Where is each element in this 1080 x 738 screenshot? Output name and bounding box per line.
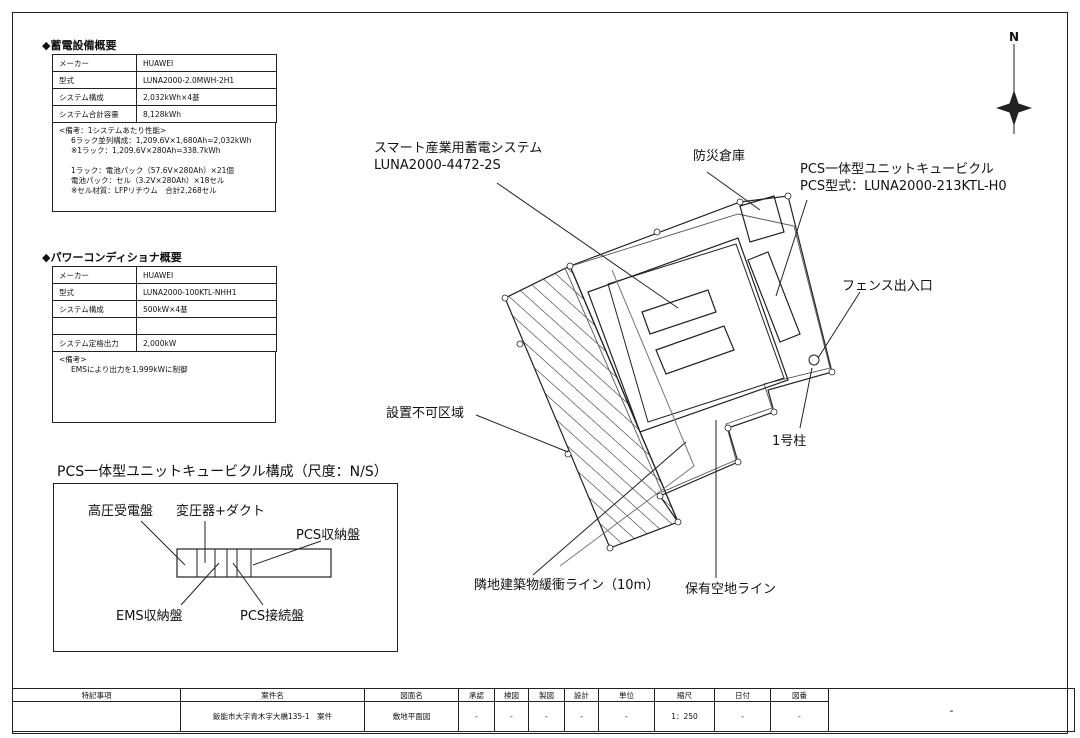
tb-date-value: - (714, 701, 771, 732)
note-line: 1ラック：電池パック（57.6V×280Ah）×21個 (71, 166, 234, 175)
pcs-title: ◆パワーコンディショナ概要 (42, 251, 182, 264)
tb-unit-value: - (598, 701, 655, 732)
tb-drawing-value: 敷地平面図 (364, 701, 459, 732)
note-line: <備考> (59, 355, 87, 364)
fence-gate-label: フェンス出入口 (842, 279, 933, 294)
pole-label: 1号柱 (772, 434, 807, 449)
tb-number-value: - (770, 701, 829, 732)
pcs-value: 2,000kW (136, 334, 277, 352)
storage-notes: <備考：1システムあたり性能> 6ラック並列構成：1,209.6V×1,680A… (52, 122, 276, 212)
pcs-panel-label: PCS収納盤 (296, 528, 361, 543)
tb-special-header: 特記事項 (12, 688, 181, 702)
tb-draft-header: 製図 (528, 688, 565, 702)
note-line: EMSにより出力を1,999kWに制御 (71, 365, 188, 374)
note-line: 電池パック：セル（3.2V×280Ah）×18セル (71, 176, 225, 185)
tb-scale-header: 縮尺 (654, 688, 715, 702)
tb-case-value: 飯能市大字青木字大橋135-1 案件 (180, 701, 365, 732)
boundary-markers (501, 192, 836, 552)
note-line: <備考：1システムあたり性能> (59, 126, 167, 135)
note-line: ※セル材質：LFPリチウム 合計2,268セル (71, 186, 217, 195)
tb-draft-value: - (528, 701, 565, 732)
battery-system-label: スマート産業用蓄電システム LUNA2000-4472-2S (374, 140, 542, 174)
cubicle-title: PCS一体型ユニットキュービクル構成（尺度：N/S） (57, 464, 388, 480)
tb-design-value: - (564, 701, 599, 732)
pole-symbol (808, 354, 820, 366)
pcs-cubicle-line1: PCS一体型ユニットキュービクル (800, 162, 994, 177)
tb-check-value: - (494, 701, 529, 732)
note-line: 6ラック並列構成：1,209.6V×1,680Ah=2,032kWh (71, 136, 252, 145)
leader-line (140, 520, 186, 566)
tb-special-value (12, 701, 181, 732)
warehouse-label: 防災倉庫 (693, 149, 746, 164)
leader-line (232, 562, 264, 606)
north-label: N (1009, 30, 1020, 44)
pcs-conn-label: PCS接続盤 (240, 609, 305, 624)
cubicle-outline (176, 548, 332, 578)
storage-key: システム合計容量 (52, 105, 137, 123)
buffer-line-label: 隣地建築物緩衝ライン（10m） (474, 578, 660, 593)
ems-panel-label: EMS収納盤 (116, 609, 183, 624)
cubicle-diagram (140, 520, 332, 606)
pcs-notes: <備考> EMSにより出力を1,999kWに制御 (52, 351, 276, 423)
storage-title: ◆蓄電設備概要 (42, 39, 117, 52)
tb-right-cell: - (828, 688, 1075, 732)
cubicle-box (53, 483, 398, 652)
pcs-cubicle-label: PCS一体型ユニットキュービクル PCS型式：LUNA2000-213KTL-H… (800, 161, 1007, 195)
tb-design-header: 設計 (564, 688, 599, 702)
north-arrow (996, 44, 1032, 134)
transformer-label: 変圧器+ダクト (176, 504, 265, 519)
drawing-frame (12, 12, 1068, 734)
tb-approve-value: - (458, 701, 495, 732)
tb-number-header: 図番 (770, 688, 829, 702)
battery-unit (641, 289, 717, 335)
hv-panel-label: 高圧受電盤 (88, 504, 154, 519)
buffer-line (559, 269, 695, 567)
tb-date-header: 日付 (714, 688, 771, 702)
battery-system-line1: スマート産業用蓄電システム (374, 141, 543, 156)
leader-line (252, 540, 322, 566)
tb-scale-value: 1：250 (654, 701, 715, 732)
title-block: 特記事項 案件名 図面名 承認 検図 製図 設計 単位 縮尺 日付 図番 - 飯… (12, 688, 1075, 732)
tb-case-header: 案件名 (180, 688, 365, 702)
pcs-cubicle-line2: PCS型式：LUNA2000-213KTL-H0 (800, 179, 1007, 194)
battery-unit (655, 325, 735, 375)
pcs-cubicle-box (747, 251, 801, 343)
tb-approve-header: 承認 (458, 688, 495, 702)
tb-drawing-header: 図面名 (364, 688, 459, 702)
tb-check-header: 検図 (494, 688, 529, 702)
open-space-label: 保有空地ライン (685, 582, 777, 597)
warehouse-box (739, 195, 785, 243)
storage-value: 8,128kWh (136, 105, 277, 123)
tb-unit-header: 単位 (598, 688, 655, 702)
fence-line (564, 213, 831, 493)
leader-lines (475, 171, 861, 578)
battery-system-line2: LUNA2000-4472-2S (374, 158, 501, 173)
battery-area-inner (607, 243, 785, 423)
no-install-label: 設置不可区域 (386, 406, 465, 421)
battery-area-outline (587, 237, 789, 433)
leader-line (180, 562, 220, 606)
note-line: ※1ラック：1,209.6V×280Ah=338.7kWh (71, 146, 221, 155)
